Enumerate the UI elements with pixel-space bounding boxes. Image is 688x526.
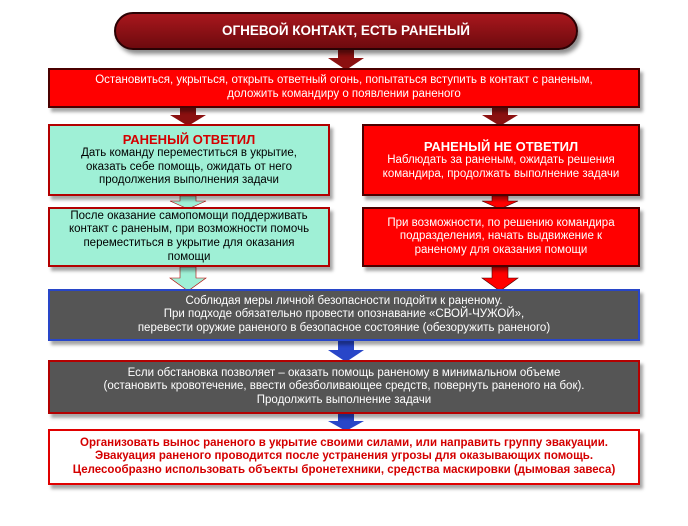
arrow-right2-to-step3 — [481, 267, 519, 291]
diagram-title-text: ОГНЕВОЙ КОНТАКТ, ЕСТЬ РАНЕНЫЙ — [222, 23, 470, 39]
step-take-cover-box: Остановиться, укрыться, открыть ответный… — [48, 68, 640, 108]
branch-right-followup-line-3: раненому для оказания помощи — [414, 243, 588, 256]
branch-left-followup-line-1: После оказание самопомощи поддерживать — [70, 209, 308, 222]
branch-wounded-responded-line-1: Дать команду переместиться в укрытие, — [81, 147, 297, 160]
arrow-step4-to-step5 — [328, 414, 364, 431]
step-evacuation-line-3: Целесообразно использовать объекты броне… — [72, 463, 616, 476]
step-evacuation-line-2: Эвакуация раненого проводится после устр… — [94, 450, 594, 463]
step-approach-wounded-box: Соблюдая меры личной безопасности подойт… — [48, 289, 640, 341]
step-approach-line-2: При подходе обязательно провести опознав… — [163, 308, 525, 321]
branch-right-followup-line-1: При возможности, по решению командира — [387, 216, 615, 229]
branch-left-followup-line-4: помощи — [167, 250, 211, 263]
branch-wounded-responded-box: РАНЕНЫЙ ОТВЕТИЛ Дать команду переместить… — [48, 124, 330, 196]
branch-right-followup-line-2: подразделения, начать выдвижение к — [399, 230, 603, 243]
diagram-title: ОГНЕВОЙ КОНТАКТ, ЕСТЬ РАНЕНЫЙ — [114, 12, 578, 50]
branch-left-followup-line-2: контакт с раненым, при возможности помоч… — [68, 223, 310, 236]
branch-wounded-responded-line-2: оказать себе помощь, ожидать от него — [85, 160, 293, 173]
branch-right-followup-box: При возможности, по решению командира по… — [362, 207, 640, 267]
branch-left-followup-line-3: переместиться в укрытие для оказания — [83, 237, 295, 249]
step-minimal-aid-line-2: (остановить кровотечение, ввести обезбол… — [103, 380, 585, 393]
branch-wounded-no-response-line-1: Наблюдать за раненым, ожидать решения — [387, 154, 615, 167]
arrow-title-to-step1 — [328, 50, 364, 70]
branch-wounded-no-response-heading: РАНЕНЫЙ НЕ ОТВЕТИЛ — [423, 138, 579, 154]
step-evacuation-line-1: Организовать вынос раненого в укрытие св… — [80, 436, 608, 449]
step-evacuation-box: Организовать вынос раненого в укрытие св… — [48, 429, 640, 485]
step-approach-line-3: перевести оружие раненого в безопасное с… — [137, 321, 551, 334]
step-minimal-aid-line-1: Если обстановка позволяет – оказать помо… — [127, 366, 561, 379]
step-take-cover-line-2: доложить командиру о появлении раненого — [227, 88, 461, 100]
branch-wounded-responded-line-3: продолжения выполнения задачи — [99, 174, 279, 187]
arrow-left1-to-left2 — [169, 196, 207, 209]
arrow-step1-to-left — [170, 108, 206, 126]
branch-wounded-no-response-line-2: командира, продолжать выполнение задачи — [382, 167, 620, 180]
arrow-step3-to-step4 — [328, 341, 364, 362]
step-take-cover-line-1: Остановиться, укрыться, открыть ответный… — [95, 74, 593, 87]
branch-wounded-no-response-box: РАНЕНЫЙ НЕ ОТВЕТИЛ Наблюдать за раненым,… — [362, 124, 640, 196]
arrow-right1-to-right2 — [481, 196, 519, 209]
step-minimal-aid-box: Если обстановка позволяет – оказать помо… — [48, 360, 640, 414]
branch-left-followup-box: После оказание самопомощи поддерживать к… — [48, 207, 330, 267]
step-approach-line-1: Соблюдая меры личной безопасности подойт… — [185, 294, 503, 307]
arrow-left2-to-step3 — [169, 267, 207, 291]
branch-wounded-responded-heading: РАНЕНЫЙ ОТВЕТИЛ — [122, 131, 256, 147]
step-minimal-aid-line-3: Продолжить выполнение задачи — [256, 393, 432, 406]
arrow-step1-to-right — [482, 108, 518, 126]
